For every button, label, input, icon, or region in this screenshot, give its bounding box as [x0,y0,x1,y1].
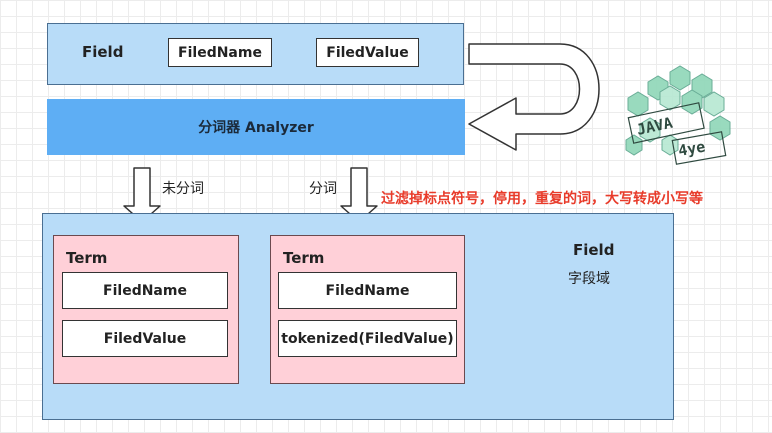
term-tokenized: Term FiledName tokenized(FiledValue) [270,235,465,384]
term-title: Term [283,249,325,267]
not-tokenized-label: 未分词 [162,181,204,197]
source-field-value-box: FiledValue [316,38,419,67]
term-name-box: FiledName [278,272,457,309]
logo-text-java: JAVA [635,114,674,139]
term-title: Term [66,249,108,267]
tokenized-label: 分词 [309,181,337,197]
source-field-name-box: FiledName [168,38,272,67]
logo-text-4ye: 4ye [677,138,707,160]
result-field-subtitle: 字段域 [568,271,610,287]
source-field-box: Field FiledName FiledValue [47,23,464,85]
java4ye-logo: JAVA 4ye [625,65,731,165]
source-field-title: Field [82,43,124,61]
result-field-box: Field 字段域 Term FiledName FiledValue Term… [42,213,674,420]
filter-note: 过滤掉标点符号，停用，重复的词，大写转成小写等 [381,191,703,207]
term-name-box: FiledName [62,272,228,309]
term-value-box: tokenized(FiledValue) [278,320,457,357]
term-untokenized: Term FiledName FiledValue [53,235,239,384]
term-value-box: FiledValue [62,320,228,357]
analyzer-bar: 分词器 Analyzer [47,99,465,155]
result-field-title: Field [573,241,615,259]
